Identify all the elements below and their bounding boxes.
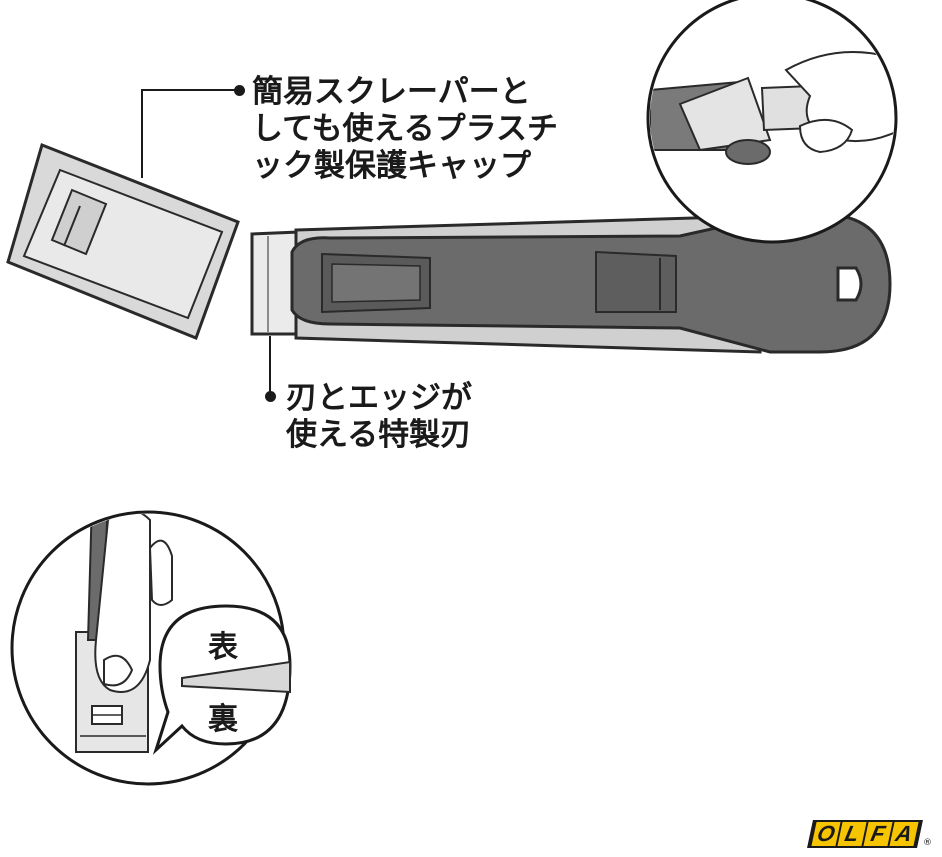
cap-callout-line-3: ック製保護キャップ (252, 148, 558, 185)
back-side-label: 裏 (208, 694, 238, 738)
logo-letter-l: L (837, 822, 866, 846)
logo-letter-f: F (863, 822, 892, 846)
registered-mark: ® (923, 838, 932, 848)
cap-attach-detail-circle (648, 0, 900, 242)
blade-callout-label: 刃とエッジが 使える特製刃 (286, 380, 472, 454)
blade-callout-line-2: 使える特製刃 (286, 417, 472, 454)
cap-leader-line (142, 90, 238, 178)
blade-callout-line-1: 刃とエッジが (286, 380, 472, 417)
blade-callout-dot (265, 391, 276, 402)
olfa-logo-mark: O L F A (807, 820, 923, 848)
logo-letter-a: A (889, 822, 918, 846)
cap-callout-dot (234, 85, 245, 96)
cap-callout-label: 簡易スクレーパーと しても使えるプラスチ ック製保護キャップ (252, 74, 558, 185)
cap-callout-line-2: しても使えるプラスチ (252, 111, 558, 148)
blade-side-detail-circle (12, 500, 290, 784)
cap-callout-line-1: 簡易スクレーパーと (252, 74, 558, 111)
logo-letter-o: O (811, 822, 840, 846)
olfa-logo: O L F A ® (810, 820, 932, 848)
front-side-label: 表 (208, 622, 238, 666)
protective-cap (8, 145, 238, 338)
